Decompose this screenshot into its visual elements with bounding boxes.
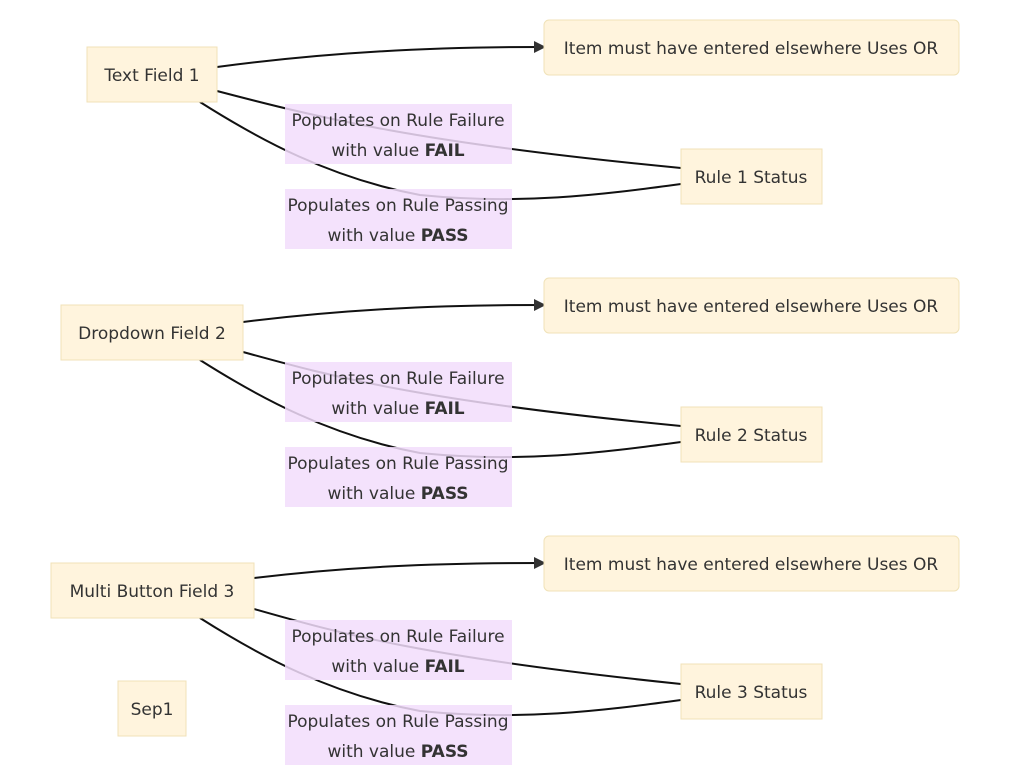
edge-field1-to-note1: [216, 41, 546, 68]
node-note-3[interactable]: Item must have entered elsewhere Uses OR: [543, 535, 960, 592]
node-text-field-1[interactable]: Text Field 1: [86, 46, 218, 103]
edge-label-bg-pass-2: [285, 447, 512, 507]
svg-text:Rule 3 Status: Rule 3 Status: [695, 683, 808, 703]
svg-text:Sep1: Sep1: [131, 700, 174, 720]
edge-label-pass-2-line1: Populates on Rule Passing: [287, 454, 508, 474]
edge-label-fail-1-line2: with value FAIL: [331, 141, 464, 161]
edge-label-bg-fail-2: [285, 362, 512, 422]
svg-text:Item must have entered elsewhe: Item must have entered elsewhere Uses OR: [564, 39, 939, 59]
node-rule-1-status[interactable]: Rule 1 Status: [680, 148, 823, 205]
edge-label-pass-1-line1: Populates on Rule Passing: [287, 196, 508, 216]
node-note-2[interactable]: Item must have entered elsewhere Uses OR: [543, 277, 960, 334]
edge-label-pass-2-line2: with value PASS: [327, 484, 468, 504]
edge-field3-to-note3: [253, 557, 546, 579]
svg-text:Rule 1 Status: Rule 1 Status: [695, 168, 808, 188]
edge-label-bg-pass-1: [285, 189, 512, 249]
svg-text:Rule 2 Status: Rule 2 Status: [695, 426, 808, 446]
svg-text:Dropdown Field 2: Dropdown Field 2: [78, 324, 226, 344]
edge-label-pass-3-line1: Populates on Rule Passing: [287, 712, 508, 732]
edge-field2-to-note2: [242, 299, 546, 323]
edge-label-bg-fail-1: [285, 104, 512, 164]
edge-label-bg-fail-3: [285, 620, 512, 680]
edge-label-pass-1-line2: with value PASS: [327, 226, 468, 246]
edge-label-fail-2-line2: with value FAIL: [331, 399, 464, 419]
edge-label-fail-3-line1: Populates on Rule Failure: [291, 627, 504, 647]
node-rule-2-status[interactable]: Rule 2 Status: [680, 406, 823, 463]
node-dropdown-field-2[interactable]: Dropdown Field 2: [60, 304, 244, 361]
svg-text:Item must have entered elsewhe: Item must have entered elsewhere Uses OR: [564, 297, 939, 317]
svg-text:Text Field 1: Text Field 1: [103, 66, 199, 86]
node-sep1[interactable]: Sep1: [117, 680, 187, 737]
svg-text:Multi Button Field 3: Multi Button Field 3: [70, 582, 235, 602]
edge-label-bg-pass-3: [285, 705, 512, 765]
svg-text:Item must have entered elsewhe: Item must have entered elsewhere Uses OR: [564, 555, 939, 575]
edge-label-fail-3-line2: with value FAIL: [331, 657, 464, 677]
edge-label-fail-1-line1: Populates on Rule Failure: [291, 111, 504, 131]
edge-label-fail-2-line1: Populates on Rule Failure: [291, 369, 504, 389]
edge-label-pass-3-line2: with value PASS: [327, 742, 468, 762]
node-multi-button-field-3[interactable]: Multi Button Field 3: [50, 562, 255, 619]
node-rule-3-status[interactable]: Rule 3 Status: [680, 663, 823, 720]
node-note-1[interactable]: Item must have entered elsewhere Uses OR: [543, 19, 960, 76]
